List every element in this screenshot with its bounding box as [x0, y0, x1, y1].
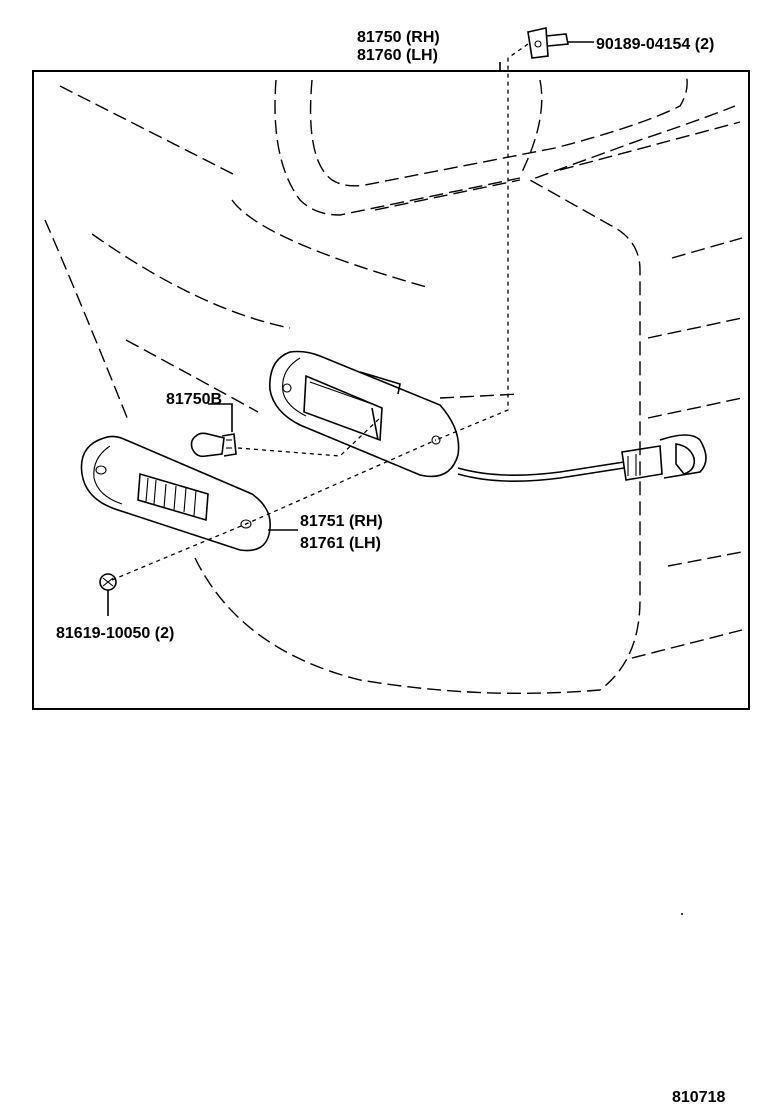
screw [99, 573, 117, 591]
diagram-frame [32, 70, 750, 710]
figure-id: 810718 [672, 1089, 725, 1106]
label-lens-lh: 81761 (LH) [300, 535, 381, 552]
clip-guide-line [435, 43, 529, 441]
bulb-guide-line [237, 417, 381, 457]
label-lamp-lh: 81760 (LH) [357, 47, 438, 64]
connector-plug [621, 434, 707, 481]
lens-guide-line [111, 439, 437, 581]
bulb-leader [208, 403, 233, 432]
label-clip: 90189-04154 (2) [596, 36, 714, 53]
stray-dot [681, 913, 683, 915]
label-lamp-rh: 81750 (RH) [357, 29, 440, 46]
clip-fastener [527, 27, 569, 59]
label-bulb: 81750B [166, 391, 222, 408]
lens-cover [80, 435, 271, 552]
vehicle-body-outline [44, 73, 743, 695]
bulb [190, 432, 237, 458]
label-lens-rh: 81751 (RH) [300, 513, 383, 530]
label-screw: 81619-10050 (2) [56, 625, 174, 642]
lamp-housing [269, 350, 625, 482]
